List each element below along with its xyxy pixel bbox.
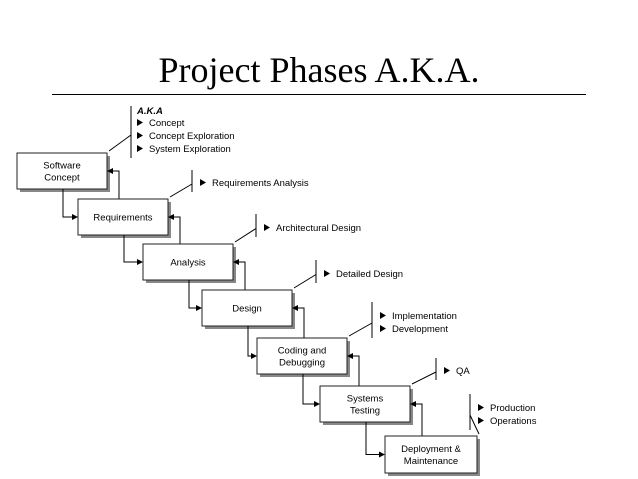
phase-box-7: Deployment &Maintenance: [384, 435, 480, 476]
aka-item: Architectural Design: [276, 223, 361, 234]
arrowhead-bullet-icon: [478, 404, 484, 411]
aka-item: Development: [392, 324, 448, 335]
flow-arrow: [365, 422, 385, 458]
aka-item: System Exploration: [149, 144, 231, 155]
phase-label: Software: [43, 161, 81, 172]
phase-label: Deployment &: [401, 444, 461, 455]
flow-arrow: [123, 235, 143, 265]
arrowhead-bullet-icon: [478, 417, 484, 424]
phase-label: Testing: [350, 406, 380, 417]
flow-arrow: [62, 189, 78, 220]
aka-heading: A.K.A: [136, 106, 163, 117]
arrowhead-bullet-icon: [324, 270, 330, 277]
aka-item: QA: [456, 366, 470, 377]
aka-callout-6: QA: [411, 358, 470, 385]
arrowhead-bullet-icon: [137, 145, 143, 152]
aka-item: Operations: [490, 416, 537, 427]
phase-label: Debugging: [279, 358, 325, 369]
feedback-arrow: [292, 305, 312, 339]
title-underline: [52, 94, 586, 95]
flow-arrow: [188, 280, 202, 311]
arrowhead-bullet-icon: [444, 367, 450, 374]
phase-label: Concept: [44, 173, 80, 184]
arrowhead-bullet-icon: [380, 325, 386, 332]
aka-callout-4: Detailed Design: [293, 260, 403, 289]
arrowhead-bullet-icon: [137, 119, 143, 126]
phase-label: Design: [232, 304, 262, 315]
phase-label: Maintenance: [404, 456, 458, 467]
aka-item: Implementation: [392, 311, 457, 322]
feedback-arrow: [168, 214, 198, 245]
phase-box-4: Design: [201, 289, 295, 329]
phase-label: Coding and: [278, 346, 327, 357]
aka-item: Concept Exploration: [149, 131, 235, 142]
feedback-arrow: [233, 259, 257, 291]
aka-item: Production: [490, 403, 535, 414]
phase-label: Systems: [347, 394, 384, 405]
aka-item: Detailed Design: [336, 269, 403, 280]
aka-callout-3: Architectural Design: [234, 214, 361, 243]
phase-box-2: Requirements: [77, 198, 171, 238]
slide-title: Project Phases A.K.A.: [158, 50, 480, 90]
arrowhead-bullet-icon: [200, 179, 206, 186]
aka-item: Requirements Analysis: [212, 178, 309, 189]
phase-box-3: Analysis: [142, 243, 236, 283]
arrowhead-bullet-icon: [380, 312, 386, 319]
flow-arrow: [302, 374, 320, 407]
feedback-arrow: [107, 168, 133, 200]
feedback-arrow: [347, 353, 375, 387]
arrowhead-bullet-icon: [264, 224, 270, 231]
flow-arrow: [247, 326, 257, 359]
aka-item: Concept: [149, 118, 185, 129]
arrowhead-bullet-icon: [137, 132, 143, 139]
feedback-arrow: [410, 401, 441, 437]
phase-label: Analysis: [170, 258, 206, 269]
aka-callout-2: Requirements Analysis: [169, 170, 309, 198]
phase-label: Requirements: [93, 213, 152, 224]
